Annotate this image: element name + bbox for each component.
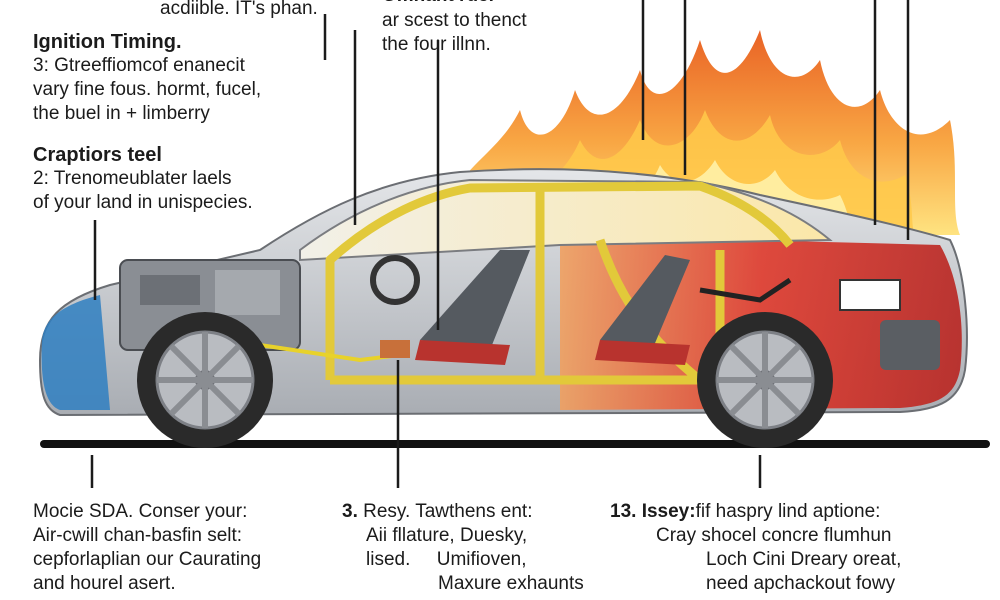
ignition-heading: Ignition Timing.	[33, 31, 182, 53]
ignition-timing-callout: Ignition Timing. 3: Gtreeffiomcof enanec…	[33, 30, 261, 126]
rear-mechanics	[699, 277, 940, 370]
bottom-left-line: Air-cwill chan-basfin selt:	[33, 525, 243, 546]
bottom-right-line: need apchackout fowy	[706, 573, 896, 594]
top-center-line-3: the four illnn.	[382, 34, 491, 55]
ignition-line: 3: Gtreeffiomcof enanecit	[33, 55, 245, 76]
bottom-left-line: Mocie SDA. Conser your:	[33, 501, 248, 522]
bottom-center-number: 3.	[342, 501, 358, 522]
craptiors-callout: Craptiors teel 2: Trenomeublater laels o…	[33, 143, 253, 215]
bottom-center-line: lised. Umifioven,	[366, 549, 527, 570]
bottom-left-line: cepforlaplian our Caurating	[33, 549, 262, 570]
bottom-left-line: and hourel asert.	[33, 573, 176, 594]
ignition-line: vary fine fous. hormt, fucel,	[33, 79, 262, 100]
craptiors-line: 2: Trenomeublater laels	[33, 168, 232, 189]
front-wheel	[137, 312, 273, 448]
bottom-right-number: 13.	[610, 501, 637, 522]
bottom-right-callout: 13. Issey:fif haspry lind aptione: Cray …	[610, 500, 901, 596]
top-center-partial-heading: Omnant ruel	[382, 0, 494, 8]
top-left-partial-text: acdiible. IT's phan.	[160, 0, 318, 19]
bottom-center-line: Aii fllature, Duesky,	[366, 525, 528, 546]
bottom-right-line: Cray shocel concre flumhun	[656, 525, 892, 546]
top-center-line-2: ar scest to thenct	[382, 10, 527, 31]
craptiors-heading: Craptiors teel	[33, 144, 162, 166]
craptiors-line: of your land in unispecies.	[33, 192, 253, 213]
ignition-line: the buel in + limberry	[33, 103, 210, 124]
seats	[370, 250, 690, 365]
bottom-right-line: Loch Cini Dreary oreat,	[706, 549, 902, 570]
rear-wheel	[697, 312, 833, 448]
bottom-center-callout: 3. Resy. Tawthens ent: Aii fllature, Due…	[342, 500, 584, 596]
bottom-center-line: Maxure exhaunts	[438, 573, 584, 594]
bottom-right-lead: Issey:	[641, 501, 696, 522]
bottom-center-line: Resy. Tawthens ent:	[363, 501, 533, 522]
bottom-right-first: fif haspry lind aptione:	[695, 501, 881, 522]
bottom-left-callout: Mocie SDA. Conser your: Air-cwill chan-b…	[33, 500, 261, 596]
leader-lines	[90, 0, 910, 488]
